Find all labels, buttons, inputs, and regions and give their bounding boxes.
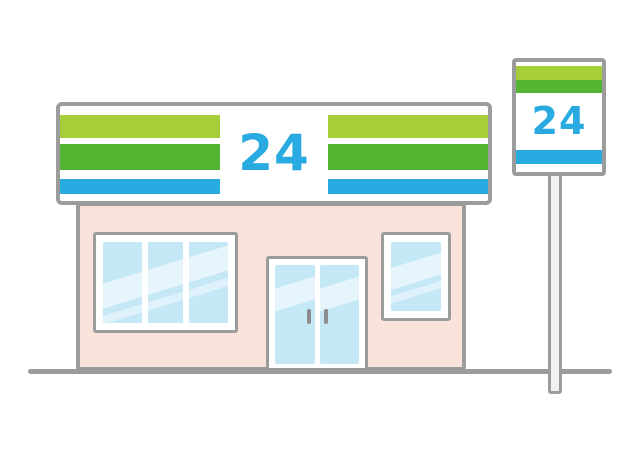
pole-stripe-cyan [516,150,602,164]
ground-line [28,369,612,374]
pole-stripe-green [516,80,602,93]
entrance-doors [266,256,368,371]
pole-stripe-light-green [516,66,602,80]
storefront-sign: 24 [56,102,492,205]
door-panel-right [319,265,359,364]
window-mullion [183,242,190,323]
pole-24-label: 24 [531,99,587,143]
right-window-glass [391,242,441,311]
door-handle-right [323,309,328,324]
sign-pole [548,170,562,394]
storefront-24-badge: 24 [220,108,328,198]
right-window [381,232,451,321]
pole-sign-board: 24 [512,58,606,176]
storefront-24-label: 24 [238,124,310,182]
left-window [93,232,238,333]
window-mullion [141,242,148,323]
door-handle-left [306,309,311,324]
door-panel-left [275,265,315,364]
left-window-glass [103,242,228,323]
